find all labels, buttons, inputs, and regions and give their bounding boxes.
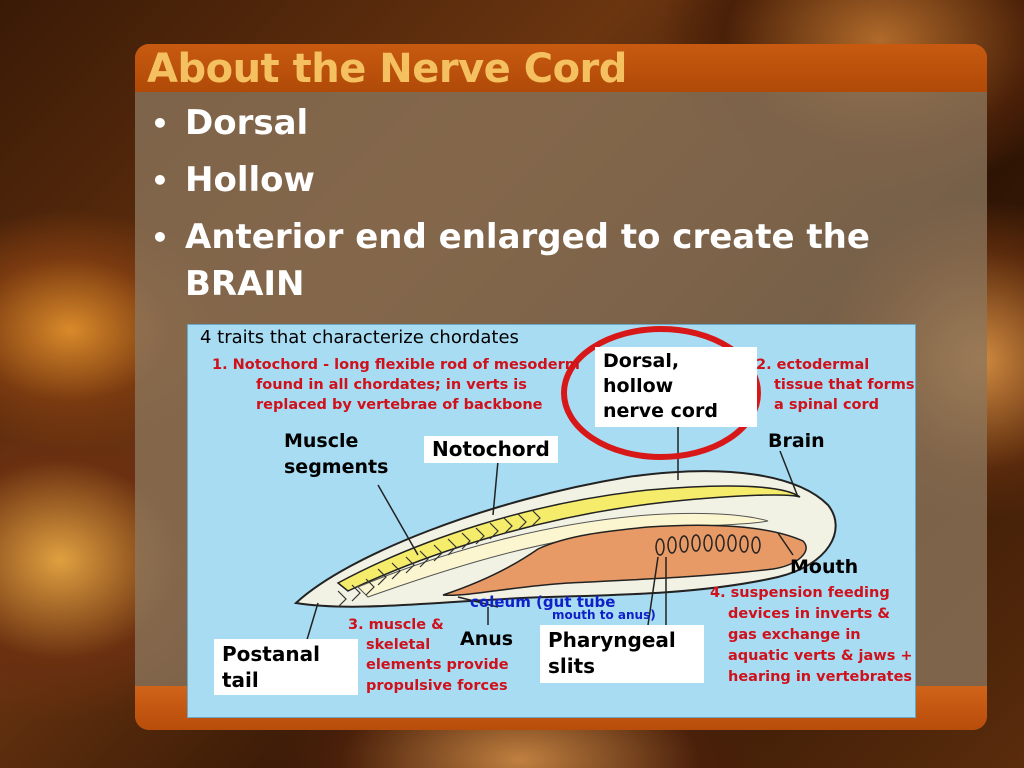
label-line: Postanal <box>222 642 320 666</box>
label-pharyngeal-slits: Pharyngeal slits <box>540 625 704 683</box>
label-line: nerve cord <box>603 400 718 422</box>
diagram-heading: 4 traits that characterize chordates <box>200 327 519 348</box>
label-brain: Brain <box>768 430 825 452</box>
trait1-line1: 1. Notochord - long flexible rod of meso… <box>212 357 580 373</box>
chordate-body-illustration <box>293 326 837 644</box>
pharyngeal-slit-loops <box>655 534 761 556</box>
label-line: slits <box>548 654 596 678</box>
muscle-chevrons <box>337 509 541 608</box>
label-dorsal-nerve-cord: Dorsal, hollow nerve cord <box>595 347 757 427</box>
trait2-line3: a spinal cord <box>774 397 880 413</box>
trait4-line2: devices in inverts & <box>728 606 891 622</box>
notochord-shape <box>357 512 769 598</box>
label-anus: Anus <box>460 628 514 650</box>
nerve-cord-shape <box>336 485 801 592</box>
label-mouth: Mouth <box>790 556 859 578</box>
bullet-dot: • <box>151 107 169 140</box>
trait3-line4: propulsive forces <box>366 678 508 694</box>
bullet-text: Dorsal <box>185 103 309 143</box>
trait1-line3: replaced by vertebrae of backbone <box>256 397 543 413</box>
trait3-line2: skeletal <box>366 637 431 653</box>
bullet-item: • Hollow <box>145 157 905 204</box>
trait3-line1: 3. muscle & <box>348 617 444 633</box>
trait4-line1: 4. suspension feeding <box>710 585 890 601</box>
trait4-line3: gas exchange in <box>728 627 861 643</box>
slide-title: About the Nerve Cord <box>147 46 627 92</box>
chordate-diagram: 4 traits that characterize chordates 1. … <box>187 324 916 718</box>
trait3-line3: elements provide <box>366 657 509 673</box>
trait4-line5: hearing in vertebrates <box>728 669 913 685</box>
bullet-list: • Dorsal • Hollow • Anterior end enlarge… <box>145 100 905 318</box>
label-muscle-segments-line2: segments <box>284 456 389 478</box>
bullet-dot: • <box>151 221 169 254</box>
label-notochord: Notochord <box>424 436 558 463</box>
bullet-text: Anterior end enlarged to create the BRAI… <box>185 217 870 304</box>
bullet-item: • Anterior end enlarged to create the BR… <box>145 214 905 308</box>
trait4-line4: aquatic verts & jaws + <box>728 648 913 664</box>
coleum-note: coleum (gut tube <box>470 593 616 611</box>
label-line: tail <box>222 668 259 692</box>
title-bar: About the Nerve Cord <box>135 44 987 92</box>
trait2-line2: tissue that forms <box>774 377 915 393</box>
label-muscle-segments-line1: Muscle <box>284 430 359 452</box>
bullet-dot: • <box>151 164 169 197</box>
trait1-line2: found in all chordates; in verts is <box>256 377 527 393</box>
label-line: Pharyngeal <box>548 628 676 652</box>
mouth-to-anus-note: mouth to anus) <box>552 608 656 622</box>
trait2-line1: 2. ectodermal <box>756 357 870 373</box>
pointer-lines <box>305 425 799 644</box>
label-postanal-tail: Postanal tail <box>214 639 358 695</box>
label-line: hollow <box>603 375 674 397</box>
highlight-circle <box>561 326 761 460</box>
bullet-item: • Dorsal <box>145 100 905 147</box>
label-line: Dorsal, <box>603 350 680 372</box>
bullet-text: Hollow <box>185 160 315 200</box>
